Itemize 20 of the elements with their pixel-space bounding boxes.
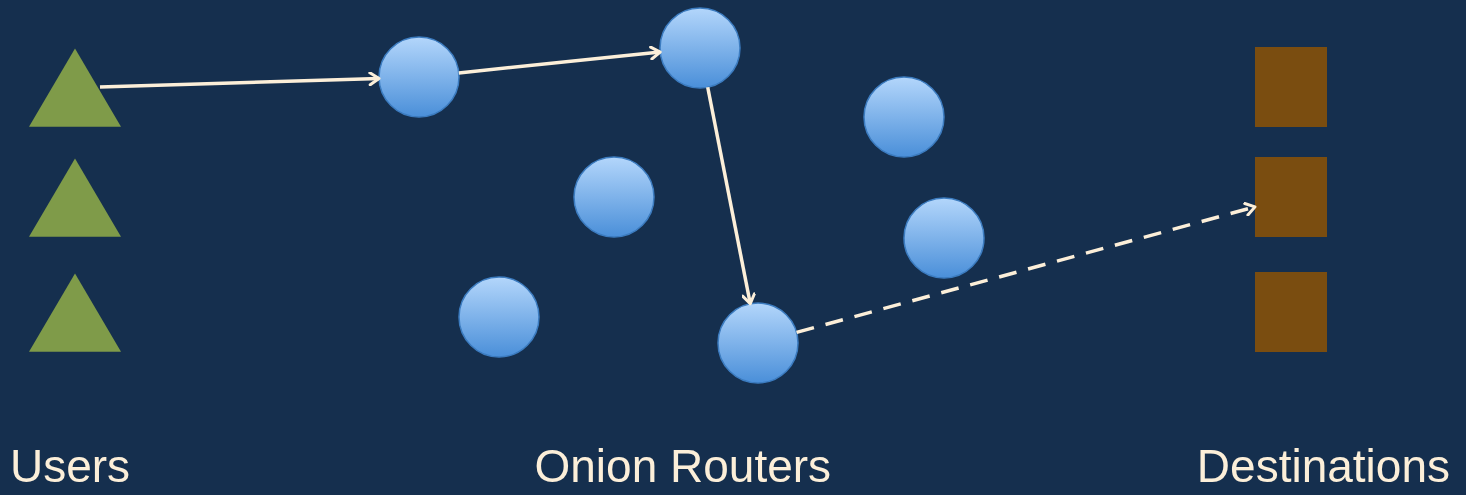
- router-circle: [378, 36, 460, 118]
- router-circle: [573, 156, 655, 238]
- arrow: [706, 86, 756, 306]
- destination-square: [1255, 47, 1327, 127]
- router-circle: [903, 197, 985, 279]
- arrow: [458, 45, 662, 75]
- user-triangle: [29, 48, 121, 127]
- arrow: [99, 71, 381, 89]
- router-circle: [717, 302, 799, 384]
- destination-square: [1255, 272, 1327, 352]
- group-label: Users: [10, 439, 131, 494]
- router-circle: [458, 276, 540, 358]
- user-triangle: [29, 273, 121, 352]
- user-triangle: [29, 158, 121, 237]
- group-label: Onion Routers: [534, 439, 832, 494]
- router-circle: [863, 76, 945, 158]
- arrow: [796, 201, 1257, 335]
- router-circle: [659, 7, 741, 89]
- group-label: Destinations: [1196, 439, 1450, 494]
- destination-square: [1255, 157, 1327, 237]
